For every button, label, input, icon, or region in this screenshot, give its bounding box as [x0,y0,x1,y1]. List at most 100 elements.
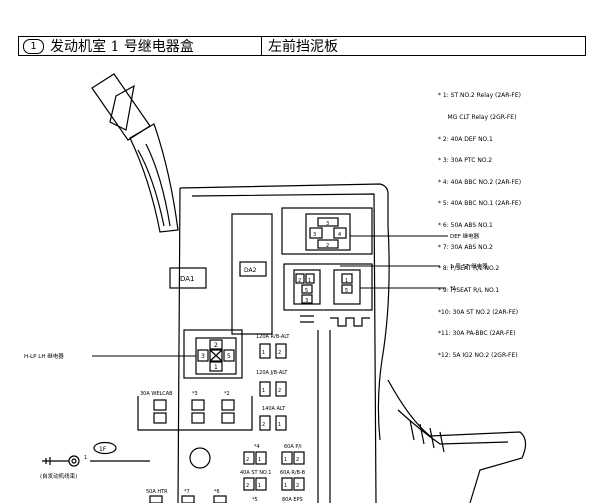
st-relay-pin-label: 1 [345,278,348,284]
fuse-7-label: *7 [184,489,190,495]
hlp-relay-pin [223,349,235,362]
hlp-relay-callout: H-LP LH 继电器 [24,352,64,360]
cover-flap-inner [397,409,509,445]
location-text: 左前挡泥板 [268,39,338,55]
tab-lines [300,315,314,323]
st-relay-pin-label: 2 [298,278,301,284]
hlp-relay-pin-label: 5 [227,353,231,360]
st-relay-area [283,263,373,311]
hlp-relay-pin [209,349,223,362]
fuse-6-label: *6 [214,489,220,495]
hlp-relay-area [183,329,243,379]
fuse-5-label: *5 [252,497,258,503]
def-relay-pin-label: 3 [326,221,329,227]
terminal-140a-2 [259,415,271,431]
st-relay-pin-label: 3 [305,298,308,304]
location-cell: 左前挡泥板 [262,37,585,55]
legend-item: * 8: P/SEAT R/L NO.2 [438,265,500,273]
def-relay-pin-label: 3 [313,232,316,238]
fuse-80a-eps-label: 80A EPS [282,497,303,503]
terminal-label: 1 [278,422,281,428]
terminal-rb-b-2 [293,477,305,491]
legend-item: *12: 5A IG2 NO.2 (2GR-FE) [438,351,518,359]
fuse-3 [191,399,205,411]
def-relay-pin [309,227,323,239]
terminal-st-no1-1 [255,477,267,491]
harness-clip-inner [109,84,135,131]
st-relay-right [333,269,361,305]
fuse-row-frame [137,396,253,431]
def-relay-pin [317,217,339,227]
st-relay-pin [341,284,353,294]
hlp-relay-cross [209,349,223,362]
da2-block [239,261,267,277]
st-relay-pin-label: 5 [345,288,348,294]
hlp-relay-pin-label: 1 [214,364,218,371]
def-relay-pin-label: 2 [326,243,329,249]
fuse-140a-label: 140A ALT [262,406,286,412]
wire-harness-line [137,149,165,227]
terminal-120a-jb-1 [259,381,271,397]
fuse-3-label: *3 [192,391,198,397]
legend-item: * 3: 30A PTC NO.2 [438,157,493,165]
fuse-2 [221,399,235,411]
fuse-htr-label: 50A HTR [146,489,168,495]
fuse-60a-rb-b-label: 60A R/B-B [280,470,306,476]
housing-inner-outline [191,193,377,503]
fuse-120a-rb-label: 120A R/B-ALT [256,334,290,340]
cover-flap [387,379,527,503]
fuse-7 [181,495,195,503]
hlp-relay-pin [209,339,223,350]
item-number-badge: 1 [23,38,44,54]
fuse-2-lower [221,412,235,424]
legend-item: *10: 30A ST NO.2 (2AR-FE) [438,308,519,316]
da2-block-outline [231,213,273,335]
connector-1f-terminal [68,455,80,467]
terminal-label: 1 [258,457,261,463]
terminal-140a-1 [275,415,287,431]
terminal-label: 2 [246,483,249,489]
star1-callout: *1 [450,286,456,292]
def-relay [305,213,351,251]
wire-harness-line [145,143,171,227]
wire-harness [129,123,179,233]
connector-1f-pin-label: 1 [84,455,87,461]
legend-item: * 1: ST NO.2 Relay (2AR-FE) [438,92,521,100]
fuse-st-no1-label: 40A ST NO.1 [240,470,271,476]
terminal-rb-b-1 [281,477,293,491]
fuse-welcab-lower [153,412,167,424]
legend-list: * 1: ST NO.2 Relay (2AR-FE) MG CLT Relay… [438,78,521,366]
connector-1f-symbol [45,457,51,465]
fuse-welcab-label: 30A WELCAB [140,391,173,397]
terminal-label: 2 [296,483,299,489]
def-relay-callout: DEF 继电器 [450,232,480,240]
st-relay-callout: 1 号 ST 继电器 [450,262,488,270]
fuse-htr [149,495,163,503]
cover-flap-ribs [409,419,445,453]
st-relay-pin-label: 5 [305,288,308,294]
terminal-label: 1 [284,457,287,463]
fuse-60a-pi-label: 60A P/I [284,444,302,450]
legend-item: MG CLT Relay (2GR-FE) [438,114,517,122]
terminal-120a-rb-1 [259,343,271,359]
st-relay-pin [301,284,313,294]
terminal-label: 2 [278,350,281,356]
terminal-label: 1 [258,483,261,489]
housing-outline-right [377,225,390,441]
terminal-label: 1 [284,483,287,489]
fuse-welcab [153,399,167,411]
hlp-relay-pin-label: 3 [201,353,205,360]
st-relay-pin-label: 1 [308,278,311,284]
st-relay-pin [295,273,305,284]
housing-outline-left [177,187,181,503]
def-relay-pin [333,227,347,239]
terminal-4-2 [243,451,255,465]
header-title-cell: 1 发动机室 1 号继电器盒 [19,37,262,55]
legend-item: * 5: 40A BBC NO.1 (2AR-FE) [438,200,522,208]
legend-item: * 2: 40A DEF NO.1 [438,135,493,143]
connector-1f-note: (自发动机线束) [40,472,77,480]
da2-label: DA2 [244,267,257,274]
da1-block [169,267,207,289]
terminal-label: 2 [278,388,281,394]
